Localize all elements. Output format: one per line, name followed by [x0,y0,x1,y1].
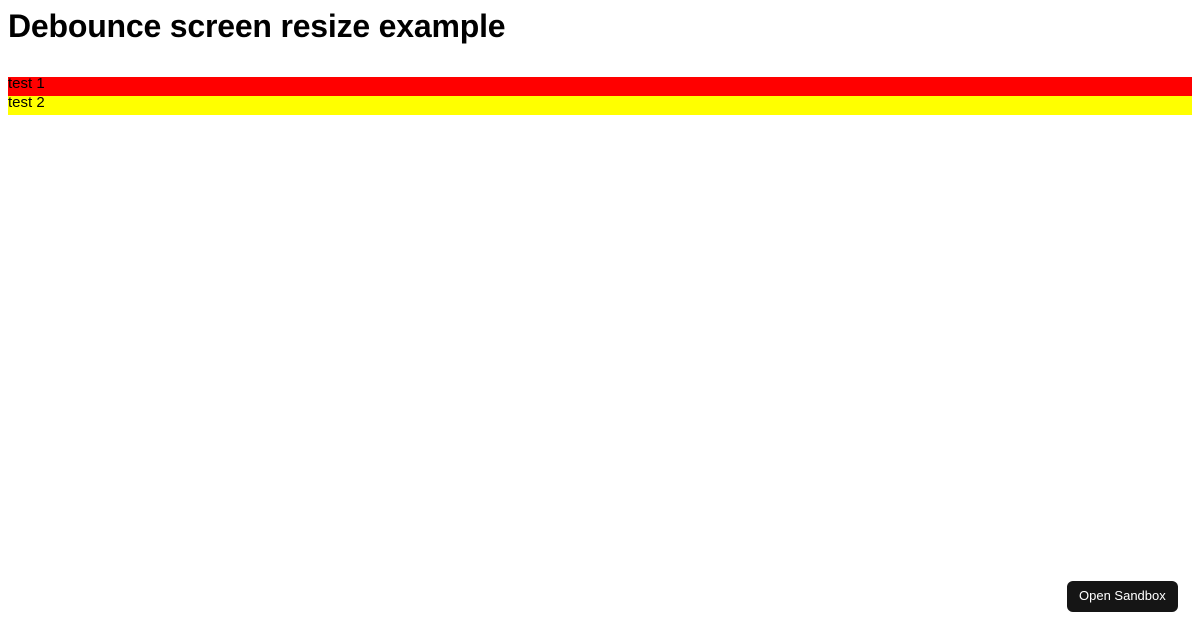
page-title: Debounce screen resize example [8,8,506,44]
bar-list: test 1 test 2 [8,74,1192,115]
bar-item-label: test 2 [8,93,45,111]
bar-item-label: test 1 [8,74,45,92]
bar-item-test-2: test 2 [8,93,1192,115]
open-sandbox-button[interactable]: Open Sandbox [1067,581,1178,612]
page-container: Debounce screen resize example test 1 te… [8,8,1192,622]
bar-item-test-1: test 1 [8,74,1192,96]
